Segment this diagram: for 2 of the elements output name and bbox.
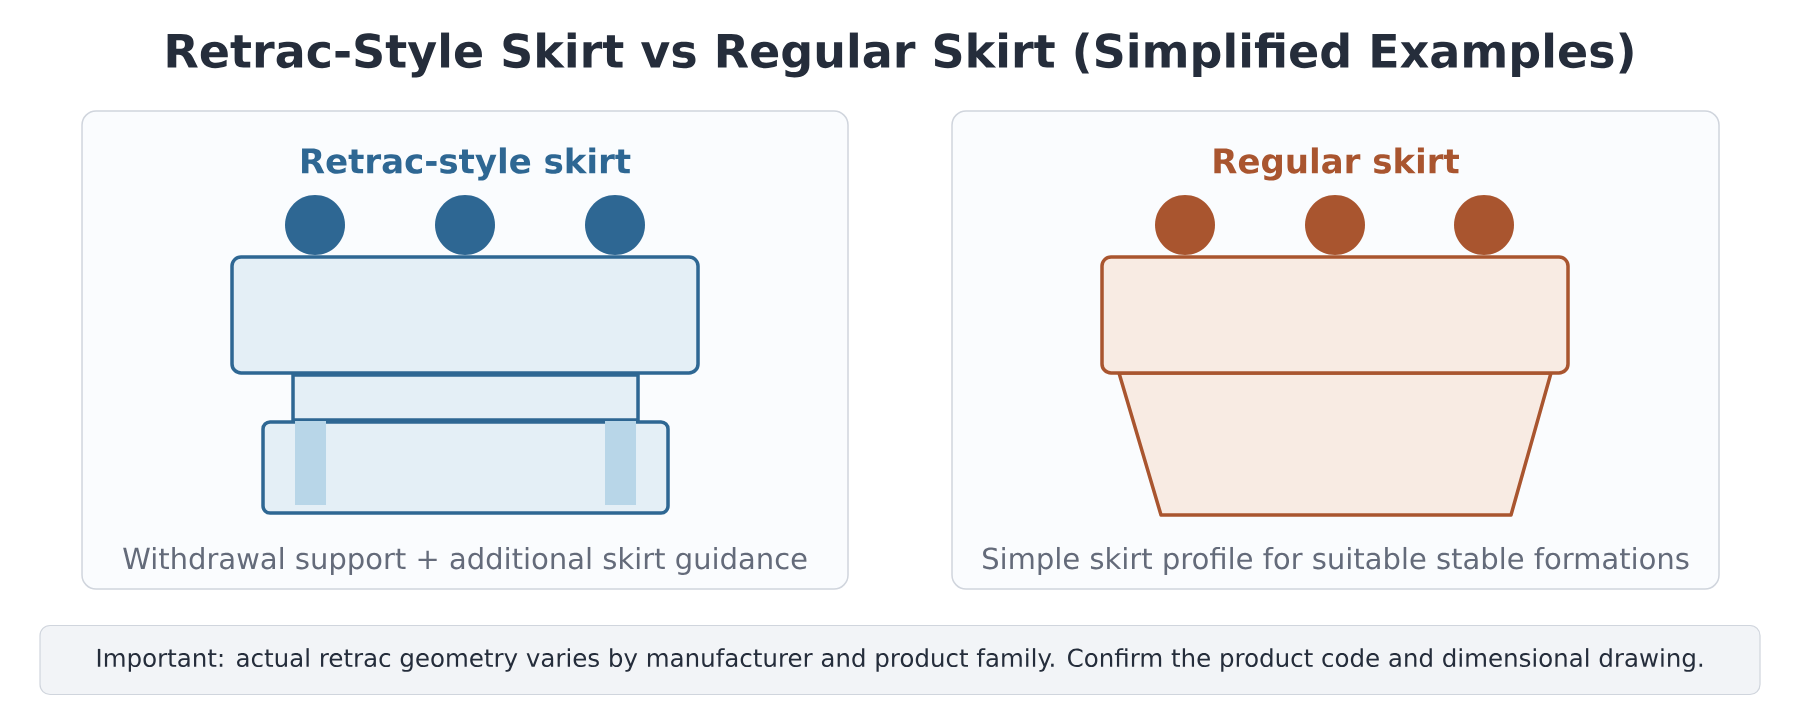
note-box: Important: actual retrac geometry varies by manufacturer and product family. Confirm the product code and dimensional drawing. [39, 624, 1761, 696]
title: Retrac-Style Skirt vs Regular Skirt (Simplified Examples) [167, 32, 1633, 78]
